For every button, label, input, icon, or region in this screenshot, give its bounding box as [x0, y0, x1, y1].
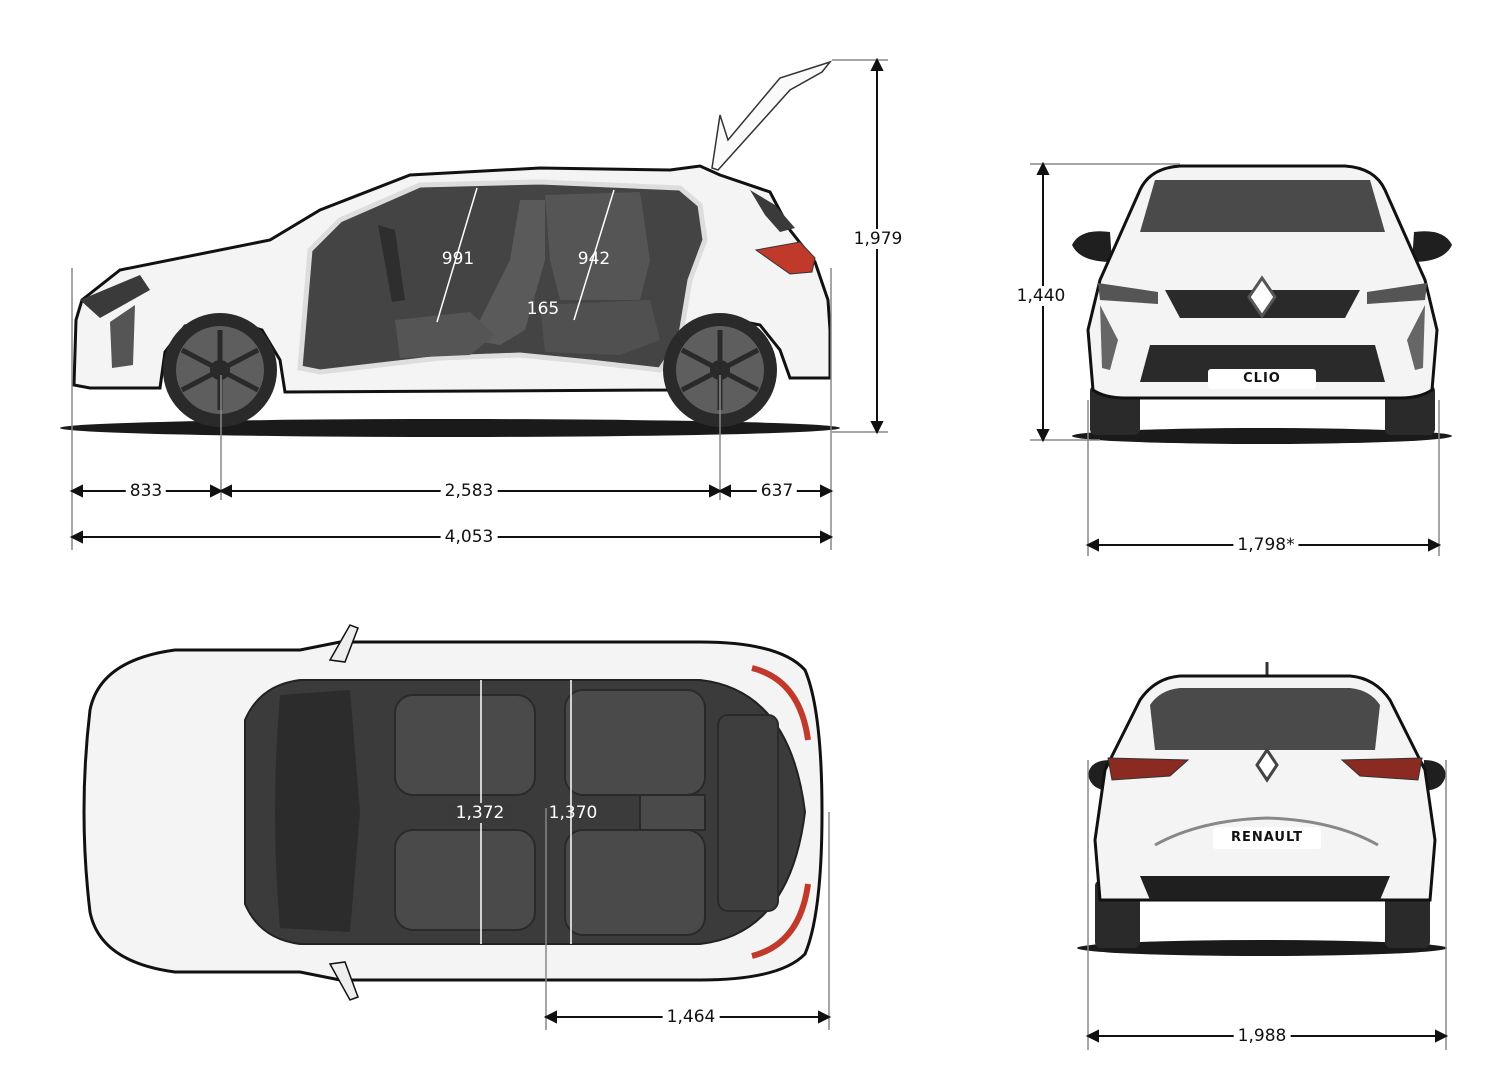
side-view: 833 2,583 637 4,053 1,979 991 942 165 — [0, 0, 920, 570]
rear-elbow-width-label: 1,370 — [548, 803, 598, 823]
front-headroom-label: 991 — [441, 249, 475, 269]
width-excl-mirrors-label: 1,798* — [1233, 535, 1299, 555]
front-overhang-label: 833 — [125, 481, 167, 501]
front-height-label: 1,440 — [1012, 286, 1070, 306]
width-incl-mirrors-label: 1,988 — [1233, 1026, 1291, 1046]
front-elbow-width-label: 1,372 — [449, 803, 511, 823]
top-view: 1,372 1,370 1,464 — [0, 580, 920, 1074]
overall-length-label: 4,053 — [440, 527, 498, 547]
front-plate-badge: CLIO — [1208, 369, 1316, 389]
front-wheel — [163, 313, 277, 427]
rear-plate-badge: RENAULT — [1213, 827, 1321, 849]
rear-wheel — [663, 313, 777, 427]
rear-section-length-label: 1,464 — [662, 1007, 720, 1027]
rear-knee-room-label: 165 — [526, 299, 560, 319]
side-view-drawing — [60, 57, 888, 550]
top-view-drawing — [82, 624, 832, 1030]
rear-headroom-label: 942 — [577, 249, 611, 269]
height-tailgate-open-label: 1,979 — [849, 229, 907, 249]
rear-overhang-label: 637 — [756, 481, 798, 501]
wheelbase-label: 2,583 — [440, 481, 498, 501]
